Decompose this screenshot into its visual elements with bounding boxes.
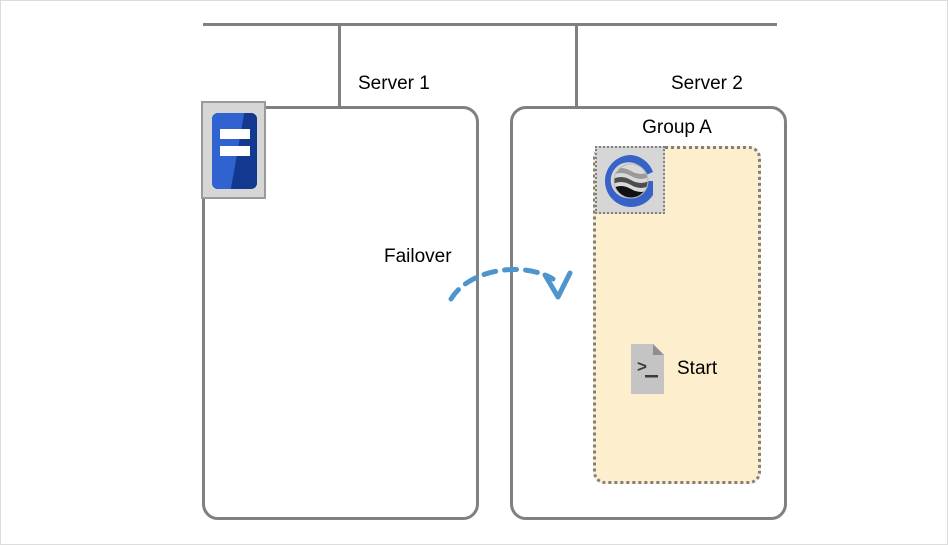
cluster-server-icon <box>201 101 266 199</box>
script-icon: > <box>631 344 664 394</box>
drop-line-server-1 <box>338 23 341 107</box>
group-a-label: Group A <box>642 117 712 138</box>
svg-text:>: > <box>637 357 647 376</box>
drop-line-server-2 <box>575 23 578 107</box>
failover-arrow <box>448 267 573 302</box>
cluster-server-icon-bar-bottom <box>220 146 250 156</box>
script-start-label: Start <box>677 358 718 379</box>
floating-ip-globe-icon-glyph <box>605 155 653 208</box>
failover-label: Failover <box>384 246 452 267</box>
server-1-label: Server 1 <box>358 73 430 94</box>
cluster-server-icon-body <box>212 113 257 189</box>
network-bus-line <box>203 23 777 26</box>
cluster-server-icon-bar-top <box>220 129 250 139</box>
floating-ip-globe-icon <box>595 146 665 214</box>
server-2-label: Server 2 <box>671 73 743 94</box>
